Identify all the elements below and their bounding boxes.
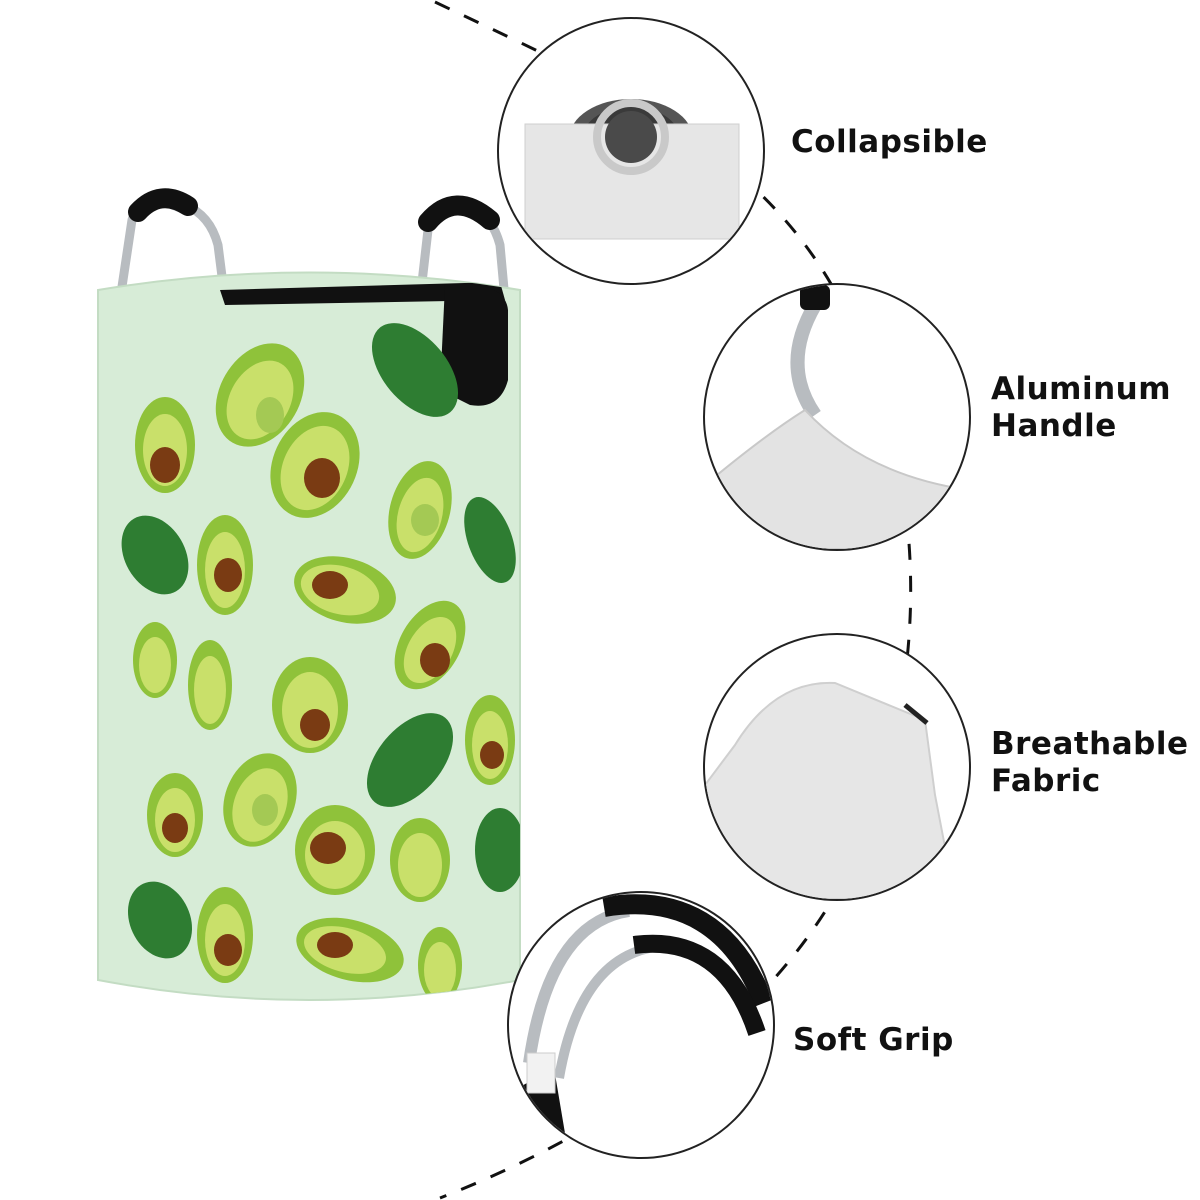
laundry-hamper-image <box>97 188 521 1001</box>
collapsible-feature-image <box>497 17 765 285</box>
collapsible-label: Collapsible <box>791 124 988 160</box>
soft-grip-label: Soft Grip <box>793 1022 954 1058</box>
avocado-pattern <box>121 323 520 1000</box>
breathable-fabric-feature-image <box>703 633 971 901</box>
aluminum-handle-feature-image <box>703 283 971 551</box>
aluminum-handle-label: Aluminum Handle <box>991 371 1172 444</box>
soft-grip-feature-image <box>507 891 775 1159</box>
breathable-fabric-label: Breathable Fabric <box>991 726 1189 799</box>
